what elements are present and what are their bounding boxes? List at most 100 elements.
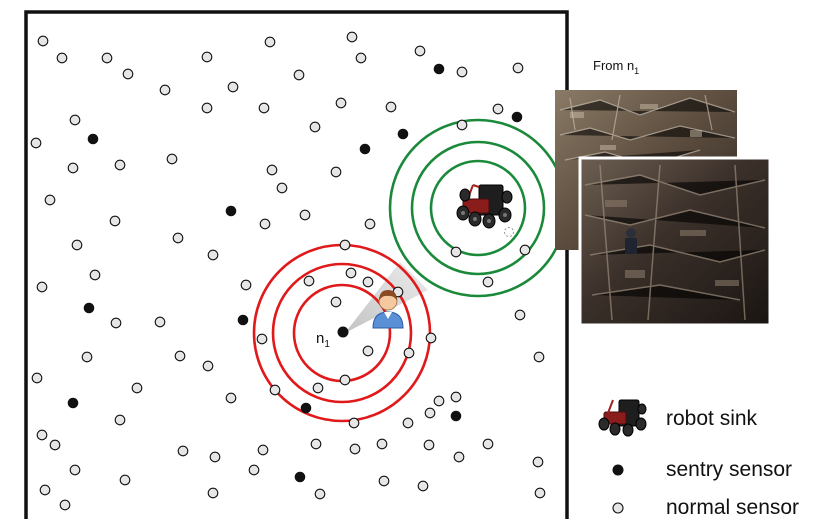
normal-sensor-node [433, 395, 445, 407]
normal-sensor-node [417, 480, 429, 492]
normal-sensor-node [39, 484, 51, 496]
normal-sensor-node [450, 246, 462, 258]
normal-sensor-node [202, 360, 214, 372]
legend-sentry-sensor-marker [612, 464, 624, 476]
normal-sensor-node [122, 68, 134, 80]
normal-sensor-node [227, 81, 239, 93]
normal-sensor-node [519, 244, 531, 256]
normal-sensor-node [362, 276, 374, 288]
normal-sensor-node [248, 464, 260, 476]
normal-sensor-node [49, 439, 61, 451]
normal-sensor-node [56, 52, 68, 64]
node-n1-label: n1 [316, 330, 330, 350]
normal-sensors [30, 31, 546, 511]
normal-sensor-node [166, 153, 178, 165]
normal-sensor-node [30, 137, 42, 149]
normal-sensor-node [314, 488, 326, 500]
sentry-sensor-node [450, 410, 462, 422]
normal-sensor-node [256, 333, 268, 345]
sentry-sensor-node [237, 314, 249, 326]
normal-sensor-node [119, 474, 131, 486]
normal-sensor-node [81, 351, 93, 363]
legend-normal-sensor-marker [612, 502, 624, 514]
normal-sensor-node [533, 351, 545, 363]
normal-sensor-node [403, 347, 415, 359]
normal-sensor-node [266, 164, 278, 176]
normal-sensor-node [159, 84, 171, 96]
legend-robot-sink-icon [598, 399, 647, 437]
normal-sensor-node [131, 382, 143, 394]
normal-sensor-node [456, 119, 468, 131]
normal-sensor-node [69, 114, 81, 126]
normal-sensor-node [101, 52, 113, 64]
sentry-sensor-node [433, 63, 445, 75]
normal-sensor-node [36, 281, 48, 293]
legend-robot-sink-label: robot sink [666, 407, 758, 430]
normal-sensor-node [456, 66, 468, 78]
normal-sensor-node [44, 194, 56, 206]
normal-sensor-node [355, 52, 367, 64]
normal-sensor-node [31, 372, 43, 384]
sentry-sensor-node [225, 205, 237, 217]
normal-sensor-node [71, 239, 83, 251]
normal-sensor-node [69, 464, 81, 476]
normal-sensor-node [335, 97, 347, 109]
normal-sensor-node [339, 374, 351, 386]
normal-sensor-node [110, 317, 122, 329]
normal-sensor-node [225, 392, 237, 404]
normal-sensor-node [514, 309, 526, 321]
normal-sensor-node [425, 332, 437, 344]
legend: robot sink sentry sensor normal sensor [598, 399, 799, 519]
normal-sensor-node [482, 276, 494, 288]
normal-sensor-node [299, 209, 311, 221]
normal-sensor-node [312, 382, 324, 394]
normal-sensor-node [37, 35, 49, 47]
normal-sensor-node [423, 439, 435, 451]
normal-sensor-node [310, 438, 322, 450]
normal-sensor-node [89, 269, 101, 281]
normal-sensor-node [330, 166, 342, 178]
node-n1-marker [337, 326, 349, 338]
normal-sensor-node [154, 316, 166, 328]
normal-sensor-node [257, 444, 269, 456]
normal-sensor-node [309, 121, 321, 133]
normal-sensor-node [385, 101, 397, 113]
normal-sensor-node [534, 487, 546, 499]
legend-normal-sensor-label: normal sensor [666, 496, 799, 519]
normal-sensor-node [67, 162, 79, 174]
sentry-sensor-node [87, 133, 99, 145]
sentry-sensor-node [83, 302, 95, 314]
sentry-sensor-node [67, 397, 79, 409]
normal-sensor-node [349, 443, 361, 455]
normal-sensor-node [209, 451, 221, 463]
legend-sentry-sensor-label: sentry sensor [666, 458, 792, 481]
sentry-sensor-node [397, 128, 409, 140]
normal-sensor-node [258, 102, 270, 114]
disaster-photo-2 [578, 156, 772, 327]
sentry-sensor-node [359, 143, 371, 155]
field-border [24, 10, 569, 519]
normal-sensor-node [512, 62, 524, 74]
photos-source-label: From n1 [593, 58, 639, 76]
normal-sensor-node [109, 215, 121, 227]
normal-sensor-node [376, 438, 388, 450]
normal-sensor-node [36, 429, 48, 441]
normal-sensor-node [201, 102, 213, 114]
normal-sensor-node [450, 391, 462, 403]
robot-sink-icon [456, 184, 513, 229]
normal-sensor-node [207, 249, 219, 261]
normal-sensor-node [269, 384, 281, 396]
normal-sensor-node [303, 275, 315, 287]
normal-sensor-node [492, 103, 504, 115]
normal-sensor-node [264, 36, 276, 48]
normal-sensor-node [276, 182, 288, 194]
sentry-sensor-node [294, 471, 306, 483]
normal-sensor-node [59, 499, 71, 511]
sentry-sensors [67, 63, 523, 483]
normal-sensor-node [240, 279, 252, 291]
normal-sensor-node [114, 159, 126, 171]
normal-sensor-node [453, 451, 465, 463]
normal-sensor-node [174, 350, 186, 362]
normal-sensor-node [259, 218, 271, 230]
